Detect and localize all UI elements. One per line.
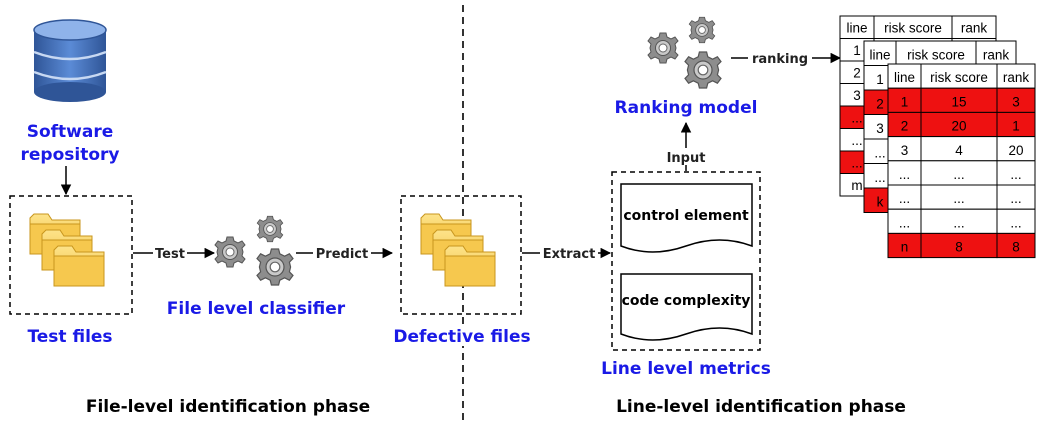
classifier-gear-icon — [214, 215, 294, 286]
front-table-cell-text: 8 — [1012, 240, 1020, 255]
line-level-phase-label: Line-level identification phase — [616, 397, 906, 417]
front-table-cell — [920, 136, 998, 162]
mid-table-cell-text: 2 — [876, 97, 884, 112]
front-table-cell-text: ... — [899, 191, 910, 206]
front-table-cell-text: 20 — [951, 119, 966, 134]
ranking-edge-label: ranking — [752, 52, 808, 67]
extract-edge-label: Extract — [543, 247, 596, 262]
front-table-cell — [920, 87, 998, 113]
defective-files-folder-icon — [420, 213, 496, 287]
front-table-cell-text: 15 — [951, 94, 966, 109]
front-table-header-cell — [887, 63, 922, 89]
defective-files-label: Defective files — [393, 327, 530, 347]
test-edge-label: Test — [155, 247, 185, 262]
back-table-header-2: rank — [961, 21, 988, 36]
mid-table-cell-text: ... — [874, 146, 885, 161]
mid-table-header-1: risk score — [907, 48, 965, 63]
front-table-cell-text: 1 — [901, 94, 909, 109]
ranking-model-label: Ranking model — [615, 98, 758, 118]
repository-label-line1: Software — [27, 122, 114, 142]
front-table-cell — [996, 160, 1036, 186]
file-level-phase-label: File-level identification phase — [86, 397, 370, 417]
front-table-cell — [920, 184, 998, 210]
mid-table-cell-text: 1 — [876, 72, 884, 87]
classifier-label: File level classifier — [167, 299, 346, 319]
ranking-gear-icon — [647, 16, 722, 89]
back-table-cell-text: 1 — [853, 43, 861, 58]
mid-table-header-0: line — [869, 48, 890, 63]
front-table-cell-text: n — [901, 240, 909, 255]
test-files-folder-icon — [29, 213, 105, 287]
back-table-header-1: risk score — [884, 21, 942, 36]
front-table-header-cell — [996, 63, 1036, 89]
front-table-header-cell — [920, 63, 998, 89]
back-table-cell-text: ... — [851, 133, 862, 148]
test-files-box — [9, 195, 133, 315]
front-table-cell — [920, 232, 998, 259]
predict-edge-label: Predict — [316, 247, 368, 262]
back-table-header-0: line — [846, 21, 867, 36]
defective-files-box — [400, 195, 522, 315]
back-table-cell-text: ... — [851, 111, 862, 126]
front-table-cell — [887, 87, 922, 113]
front-table-cell-text: 8 — [955, 240, 963, 255]
front-table-header-0: line — [894, 70, 915, 85]
database-icon — [33, 19, 107, 102]
front-table-cell-text: ... — [899, 167, 910, 182]
front-table-cell — [996, 87, 1036, 113]
front-table-cell — [996, 232, 1036, 259]
mid-table-header-cell — [975, 40, 1017, 66]
front-table-cell-text: 4 — [955, 143, 963, 158]
front-table-cell-text: 3 — [901, 143, 909, 158]
front-table-cell — [887, 136, 922, 162]
front-table-cell-text: ... — [1010, 191, 1021, 206]
front-table-cell-text: 1 — [1012, 119, 1020, 134]
front-table-cell-text: 20 — [1008, 143, 1023, 158]
front-table-cell-text: ... — [1010, 167, 1021, 182]
metric-card-complexity — [620, 273, 753, 341]
metric-control-element: control element — [623, 208, 749, 224]
test-files-label: Test files — [27, 327, 112, 347]
front-table-cell-text: 3 — [1012, 94, 1020, 109]
front-table-cell — [996, 136, 1036, 162]
front-table-cell-text: ... — [899, 215, 910, 230]
mid-table-cell-text: 3 — [876, 121, 884, 136]
front-table-cell — [920, 208, 998, 234]
metric-code-complexity: code complexity — [622, 293, 751, 309]
front-table-cell — [887, 232, 922, 259]
front-table-cell-text: ... — [1010, 215, 1021, 230]
front-table-cell — [887, 111, 922, 138]
back-table-cell-text: 3 — [853, 88, 861, 103]
front-table-cell-text: 2 — [901, 119, 909, 134]
back-table-cell-text: m — [851, 178, 862, 193]
back-table-cell-text: ... — [851, 156, 862, 171]
input-edge-label: Input — [667, 151, 706, 166]
front-table-cell-text: ... — [953, 167, 964, 182]
front-table-cell-text: ... — [953, 191, 964, 206]
front-table-header-1: risk score — [930, 70, 988, 85]
repository-label-line2: repository — [21, 145, 120, 165]
mid-table-cell-text: k — [877, 195, 884, 210]
front-table-cell — [996, 208, 1036, 234]
mid-table-header-2: rank — [983, 48, 1010, 63]
line-metrics-box — [611, 171, 761, 351]
line-metrics-label: Line level metrics — [601, 359, 771, 379]
front-table-cell-text: ... — [953, 215, 964, 230]
mid-table-cell-text: ... — [874, 170, 885, 185]
metric-card-control — [620, 183, 753, 253]
back-table-cell-text: 2 — [853, 66, 861, 81]
front-table-cell — [996, 111, 1036, 138]
front-table-header-2: rank — [1003, 70, 1030, 85]
